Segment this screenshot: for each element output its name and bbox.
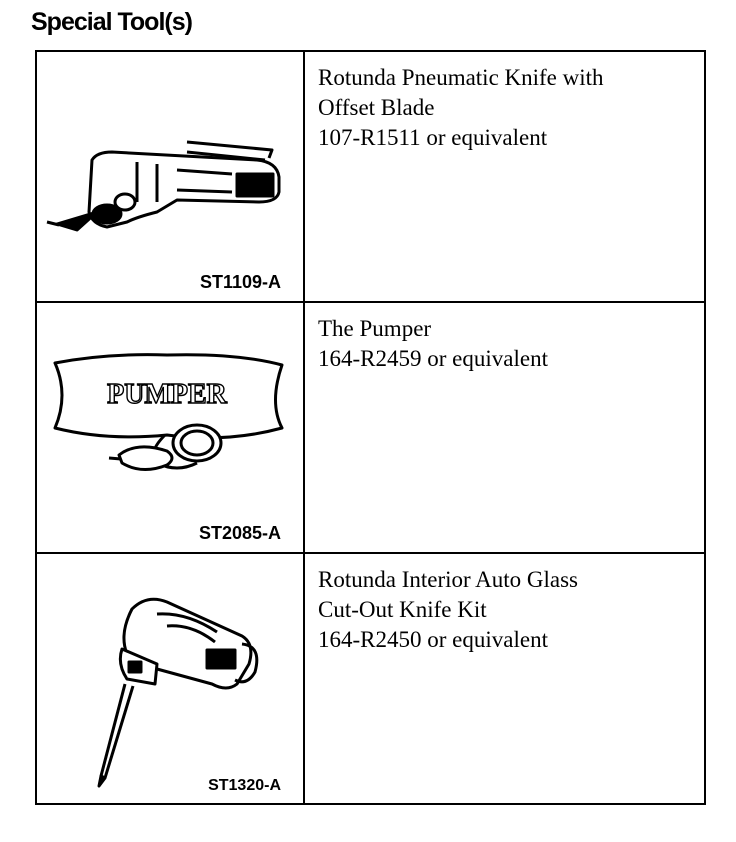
pumper-bag-label: PUMPER	[107, 379, 228, 410]
tool-image-cell: ST1109-A	[35, 50, 305, 303]
tool-name-line: Rotunda Interior Auto Glass	[318, 567, 578, 592]
tool-image-cell: ST1320-A	[35, 552, 305, 805]
table-row: ST1109-A Rotunda Pneumatic Knife with Of…	[35, 50, 706, 303]
tool-description: Rotunda Pneumatic Knife with Offset Blad…	[305, 52, 704, 153]
table-row: ST1320-A Rotunda Interior Auto Glass Cut…	[35, 552, 706, 805]
tool-part-number: 164-R2459 or equivalent	[318, 346, 548, 371]
tool-name-line: The Pumper	[318, 316, 432, 341]
glass-cutout-knife-icon	[97, 597, 259, 788]
special-tools-table: ST1109-A Rotunda Pneumatic Knife with Of…	[35, 50, 706, 805]
tool-image-cell: PUMPER ST2085-A	[35, 301, 305, 554]
tool-description-cell: The Pumper 164-R2459 or equivalent	[303, 301, 706, 554]
tool-code: ST2085-A	[198, 523, 281, 543]
tool-description-cell: Rotunda Pneumatic Knife with Offset Blad…	[303, 50, 706, 303]
tool-code: ST1320-A	[208, 777, 281, 794]
pumper-icon: PUMPER	[53, 353, 284, 471]
tool-name-line: Cut-Out Knife Kit	[318, 597, 487, 622]
tool-part-number: 164-R2450 or equivalent	[318, 627, 548, 652]
table-row: PUMPER ST2085-A The Pumper 164-R2459 or …	[35, 301, 706, 554]
tool-description: The Pumper 164-R2459 or equivalent	[305, 303, 704, 374]
tool-name-line: Rotunda Pneumatic Knife with	[318, 65, 604, 90]
pneumatic-knife-icon	[46, 140, 281, 232]
tool-part-number: 107-R1511 or equivalent	[318, 125, 548, 150]
tool-name-line: Offset Blade	[318, 95, 435, 120]
tool-description-cell: Rotunda Interior Auto Glass Cut-Out Knif…	[303, 552, 706, 805]
page-title: Special Tool(s)	[31, 8, 193, 36]
tool-description: Rotunda Interior Auto Glass Cut-Out Knif…	[305, 554, 704, 655]
tool-code: ST1109-A	[199, 272, 281, 292]
